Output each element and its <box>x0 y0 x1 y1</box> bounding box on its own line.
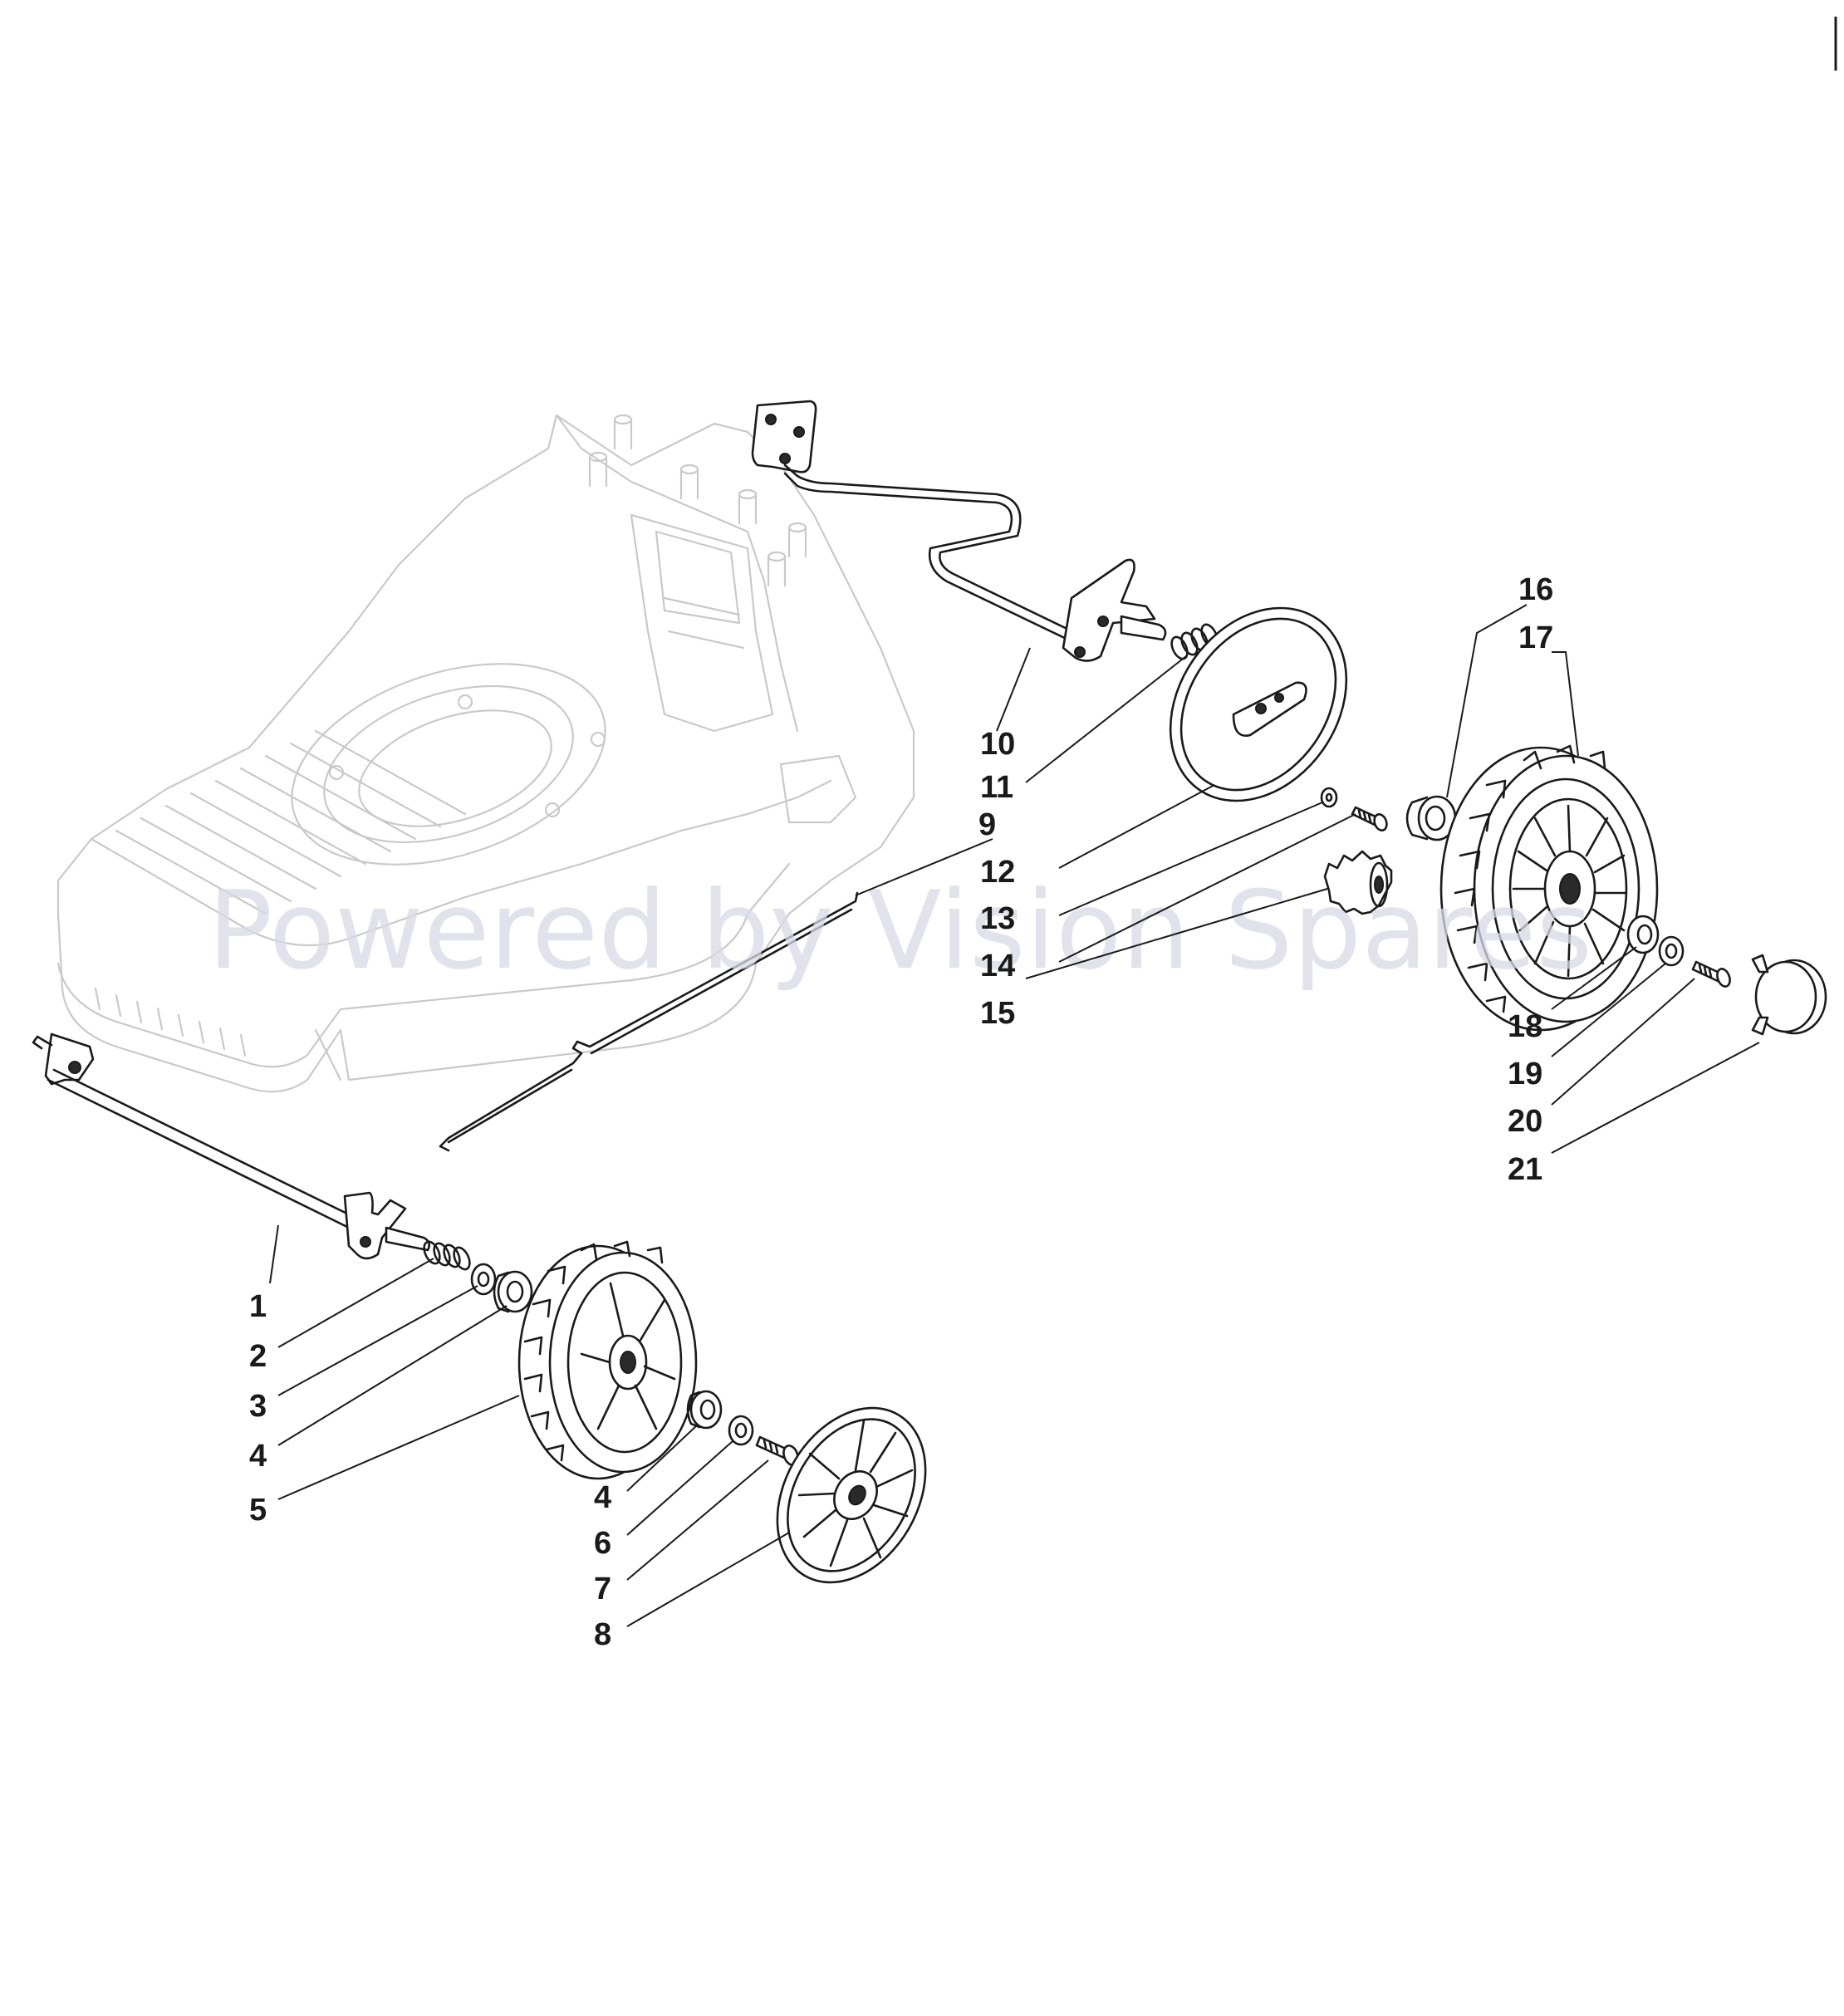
gear-cover <box>1169 606 1348 802</box>
callout-1: 1 <box>249 1289 267 1324</box>
washer-19-hole <box>1665 943 1678 959</box>
callout-5: 5 <box>249 1493 267 1528</box>
rear-wheel-tread <box>1454 744 1606 1013</box>
callout-15: 15 <box>980 996 1015 1031</box>
rear-height-rod <box>751 400 1167 662</box>
callout-2: 2 <box>249 1339 267 1374</box>
washer-13-hole <box>1325 792 1333 802</box>
bolt-20 <box>1691 960 1731 988</box>
washer-3-hole <box>477 1271 490 1288</box>
callout-4b: 4 <box>594 1480 611 1515</box>
callout-13: 13 <box>980 901 1015 936</box>
deck-posts <box>588 414 807 587</box>
watermark-text: Powered by Vision Spares <box>208 867 1592 993</box>
callout-11: 11 <box>980 770 1013 805</box>
deck-front-slots <box>94 987 247 1057</box>
front-hub-cap-ribs <box>797 1419 914 1567</box>
callout-16: 16 <box>1518 572 1553 607</box>
callout-14: 14 <box>980 949 1015 983</box>
callout-7: 7 <box>594 1572 611 1606</box>
callout-17: 17 <box>1518 620 1553 655</box>
link-rod <box>439 891 859 1152</box>
washer-19 <box>1658 935 1685 967</box>
rear-spring <box>1170 623 1219 660</box>
bearing-4-upper <box>493 1270 533 1313</box>
bearing-4-lower <box>686 1390 723 1430</box>
front-spring <box>423 1240 471 1271</box>
callout-12: 12 <box>980 855 1015 890</box>
washer-13 <box>1320 787 1338 808</box>
pinion-gear <box>1323 850 1393 915</box>
callout-6: 6 <box>594 1526 611 1561</box>
callout-3: 3 <box>249 1389 267 1424</box>
callout-10: 10 <box>980 727 1015 762</box>
front-wheel <box>517 1240 698 1480</box>
leader-lines <box>269 604 1760 1627</box>
callout-9: 9 <box>978 807 996 842</box>
front-axle-rod <box>32 1033 430 1260</box>
front-wheel-spokes <box>580 1282 676 1430</box>
rear-wheel-spokes <box>1512 804 1628 978</box>
callout-21: 21 <box>1508 1152 1542 1187</box>
mower-deck <box>56 414 915 1093</box>
rear-hub-cap <box>1751 954 1827 1036</box>
washer-6 <box>728 1415 754 1446</box>
callout-18: 18 <box>1508 1009 1542 1044</box>
bearing-18 <box>1626 915 1660 954</box>
front-wheel-tread <box>523 1240 664 1462</box>
callout-20: 20 <box>1508 1104 1542 1139</box>
washer-3 <box>470 1263 497 1296</box>
rear-wheel <box>1439 744 1659 1032</box>
front-hub-cap <box>776 1406 927 1584</box>
washer-6-hole <box>734 1422 748 1439</box>
callout-numbers: 1 2 3 4 5 4 6 7 8 9 10 11 12 13 14 15 16… <box>249 572 1553 1652</box>
callout-19: 19 <box>1508 1057 1542 1091</box>
callout-4a: 4 <box>249 1439 267 1474</box>
bolt-14 <box>1351 806 1388 831</box>
callout-8: 8 <box>594 1617 611 1652</box>
bearing-16 <box>1405 795 1457 841</box>
